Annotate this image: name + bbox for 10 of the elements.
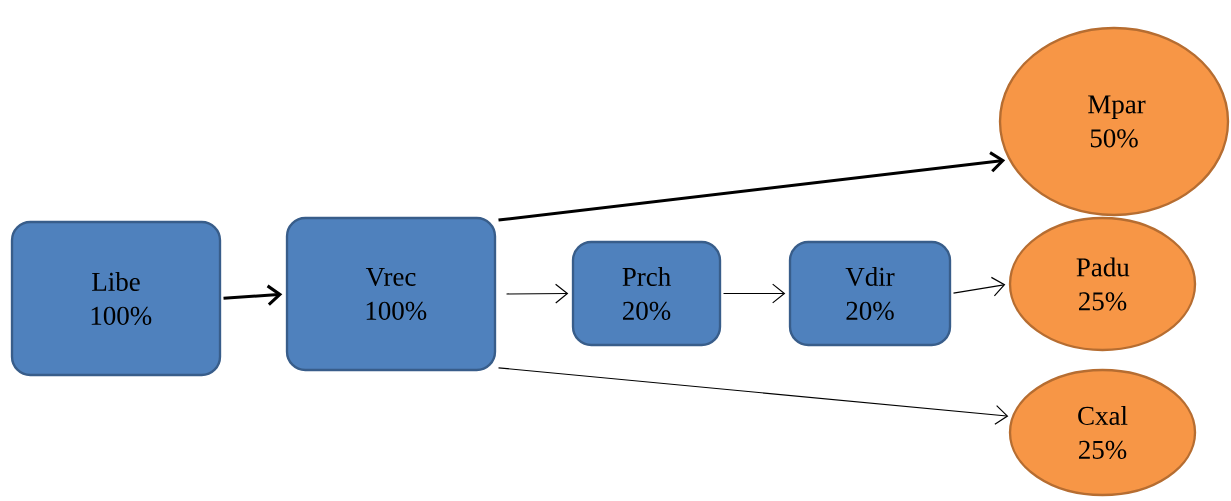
arrow [497,367,1009,425]
process-box: Vdir 20% [788,240,952,347]
arrow [952,276,1006,297]
process-box: Libe 100% [10,220,222,377]
process-box: Vrec 100% [285,216,497,372]
arrow [505,283,569,304]
arrow [223,284,283,306]
arrow [722,283,786,304]
process-box: Prch 20% [571,240,722,347]
arrow [498,151,1006,222]
